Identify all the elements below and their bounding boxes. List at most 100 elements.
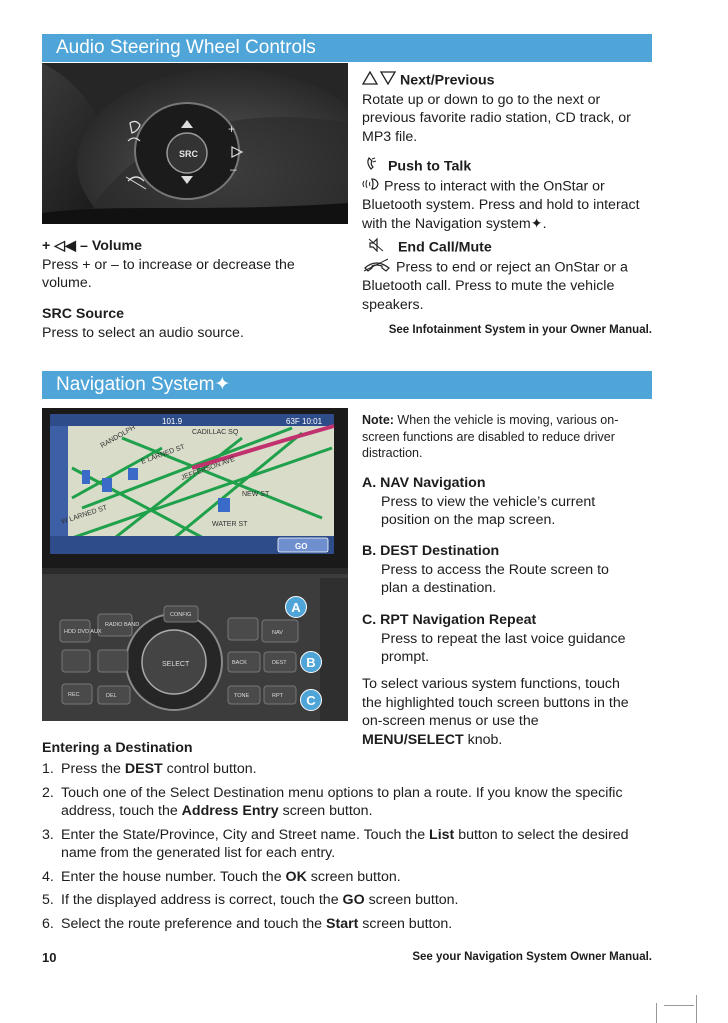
destination-step: 6. Select the route preference and touch …: [42, 915, 642, 934]
map-water-st: WATER ST: [212, 521, 248, 528]
step-emphasis: List: [429, 826, 455, 843]
step-text: Enter the house number. Touch the: [61, 868, 286, 885]
mute-speaker-icon: [368, 237, 384, 258]
push-to-talk-block: Push to Talk Press to interact with the …: [362, 157, 652, 233]
destination-step: 3. Enter the State/Province, City and Str…: [42, 826, 642, 863]
step-number: 1.: [42, 761, 54, 777]
rec-button-label: REC: [68, 692, 80, 698]
destination-step: 1. Press the DEST control button.: [42, 760, 642, 779]
nav-select-bold: MENU/SELECT: [362, 731, 464, 748]
destination-step: 4. Enter the house number. Touch the OK s…: [42, 868, 642, 887]
map-new-st: NEW ST: [242, 491, 270, 498]
step-number: 6.: [42, 915, 54, 932]
volume-block: + ◁◀ – Volume Press + or – to increase o…: [42, 237, 332, 293]
nav-item-c-title: C. RPT Navigation Repeat: [362, 612, 537, 628]
volume-title: + ◁◀ – Volume: [42, 238, 143, 254]
nav-note-label: Note:: [362, 413, 394, 427]
src-block: SRC Source Press to select an audio sour…: [42, 305, 332, 342]
page-number: 10: [42, 950, 57, 965]
entering-destination-steps: 1. Press the DEST control button. 2. Touch …: [42, 760, 642, 938]
screen-temp-time-label: 63F 10:01: [286, 417, 323, 426]
nav-select-post: knob.: [463, 731, 503, 748]
infotainment-reference: See Infotainment System in your Owner Ma…: [388, 324, 652, 336]
badge-b: B: [300, 651, 322, 673]
step-text: If the displayed address is correct, tou…: [61, 892, 343, 908]
step-text: screen button.: [278, 803, 373, 819]
step-text: control button.: [162, 761, 257, 777]
map-cadillac-sq: CADILLAC SQ: [192, 429, 239, 436]
hdd-dvd-aux-label: HDD DVD AUX: [64, 629, 102, 635]
entering-destination-title: Entering a Destination: [42, 740, 193, 756]
volume-body: Press + or – to increase or decrease the…: [42, 256, 295, 292]
src-label: SRC: [179, 149, 199, 159]
next-previous-body: Rotate up or down to go to the next or p…: [362, 91, 631, 145]
crop-mark-horizontal: [664, 1005, 694, 1006]
crop-mark-vertical-right: [696, 995, 697, 1023]
screen-go-button: GO: [295, 542, 307, 551]
badge-c: C: [300, 689, 322, 711]
nav-note-body: When the vehicle is moving, various on-s…: [362, 413, 619, 460]
navigation-section-header: Navigation System✦: [42, 371, 652, 399]
step-text: Select the route preference and touch th…: [61, 915, 327, 932]
step-text: Enter the State/Province, City and Stree…: [61, 826, 430, 843]
step-number: 2.: [42, 784, 54, 801]
navigation-unit-photo: 101.9 63F 10:01 NEW ST: [42, 408, 348, 721]
tone-button-label: TONE: [234, 693, 250, 699]
back-button-label: BACK: [232, 660, 247, 666]
step-text: button to select the desired name from t…: [61, 826, 629, 862]
step-emphasis: OK: [285, 868, 307, 885]
step-emphasis: GO: [342, 892, 365, 908]
next-previous-title: Next/Previous: [399, 72, 495, 89]
push-to-talk-title: Push to Talk: [387, 158, 472, 175]
nav-select-pre: To select various system functions, touc…: [362, 676, 629, 729]
end-call-title: End Call/Mute: [397, 239, 492, 256]
step-text: screen button.: [364, 892, 459, 908]
voice-speech-icon: [362, 177, 380, 197]
end-call-block: End Call/Mute Press to end or reject an …: [362, 237, 652, 314]
dest-button-label: DEST: [272, 660, 287, 666]
step-text: Touch one of the Select Destination menu…: [61, 784, 623, 820]
step-number: 3.: [42, 826, 54, 843]
radio-band-label: RADIO BAND: [105, 622, 139, 628]
rpt-button-label: RPT: [272, 693, 284, 699]
config-button-label: CONFIG: [170, 612, 191, 618]
step-emphasis: DEST: [124, 761, 163, 777]
push-to-talk-body: Press to interact with the OnStar or Blu…: [362, 178, 640, 232]
step-number: 5.: [42, 892, 54, 908]
screen-frequency-label: 101.9: [162, 417, 183, 426]
step-emphasis: Start: [326, 915, 359, 932]
step-text: screen button.: [306, 868, 401, 885]
destination-step: 5. If the displayed address is correct, t…: [42, 891, 642, 910]
step-number: 4.: [42, 868, 54, 885]
crop-mark-vertical: [656, 1003, 657, 1023]
nav-note: Note: When the vehicle is moving, variou…: [362, 412, 624, 462]
end-call-phone-icon: [362, 258, 392, 278]
navigation-manual-reference: See your Navigation System Owner Manual.: [412, 951, 652, 963]
nav-button-label: NAV: [272, 630, 283, 636]
badge-a: A: [285, 596, 307, 618]
next-previous-block: Next/Previous Rotate up or down to go to…: [361, 70, 652, 146]
end-call-body: Press to end or reject an OnStar or a Bl…: [362, 259, 628, 313]
nav-item-c: C. RPT Navigation Repeat Press to repeat…: [362, 611, 652, 667]
up-down-triangle-icon: [361, 70, 397, 91]
nav-item-b-title: B. DEST Destination: [362, 543, 500, 559]
step-emphasis: Address Entry: [181, 803, 279, 819]
step-text: screen button.: [358, 915, 453, 932]
nav-item-b: B. DEST Destination Press to access the …: [362, 542, 652, 598]
steering-wheel-photo: SRC + –: [42, 63, 348, 224]
nav-item-b-body: Press to access the Route screen to plan…: [381, 561, 609, 597]
nav-item-c-body: Press to repeat the last voice guidance …: [381, 630, 626, 666]
nav-item-a-body: Press to view the vehicle’s current posi…: [381, 493, 596, 529]
svg-text:+: +: [228, 122, 235, 136]
del-button-label: DEL: [106, 693, 117, 699]
src-body: Press to select an audio source.: [42, 324, 244, 341]
nav-item-a-title: A. NAV Navigation: [362, 475, 486, 491]
svg-text:–: –: [230, 162, 237, 176]
navigation-unit-illustration: 101.9 63F 10:01 NEW ST: [42, 408, 348, 721]
steering-wheel-illustration: SRC + –: [42, 63, 348, 224]
step-text: Press the: [61, 761, 125, 777]
destination-step: 2. Touch one of the Select Destination me…: [42, 784, 642, 821]
nav-select-instructions: To select various system functions, touc…: [362, 675, 630, 749]
phone-handset-icon: [366, 157, 378, 177]
